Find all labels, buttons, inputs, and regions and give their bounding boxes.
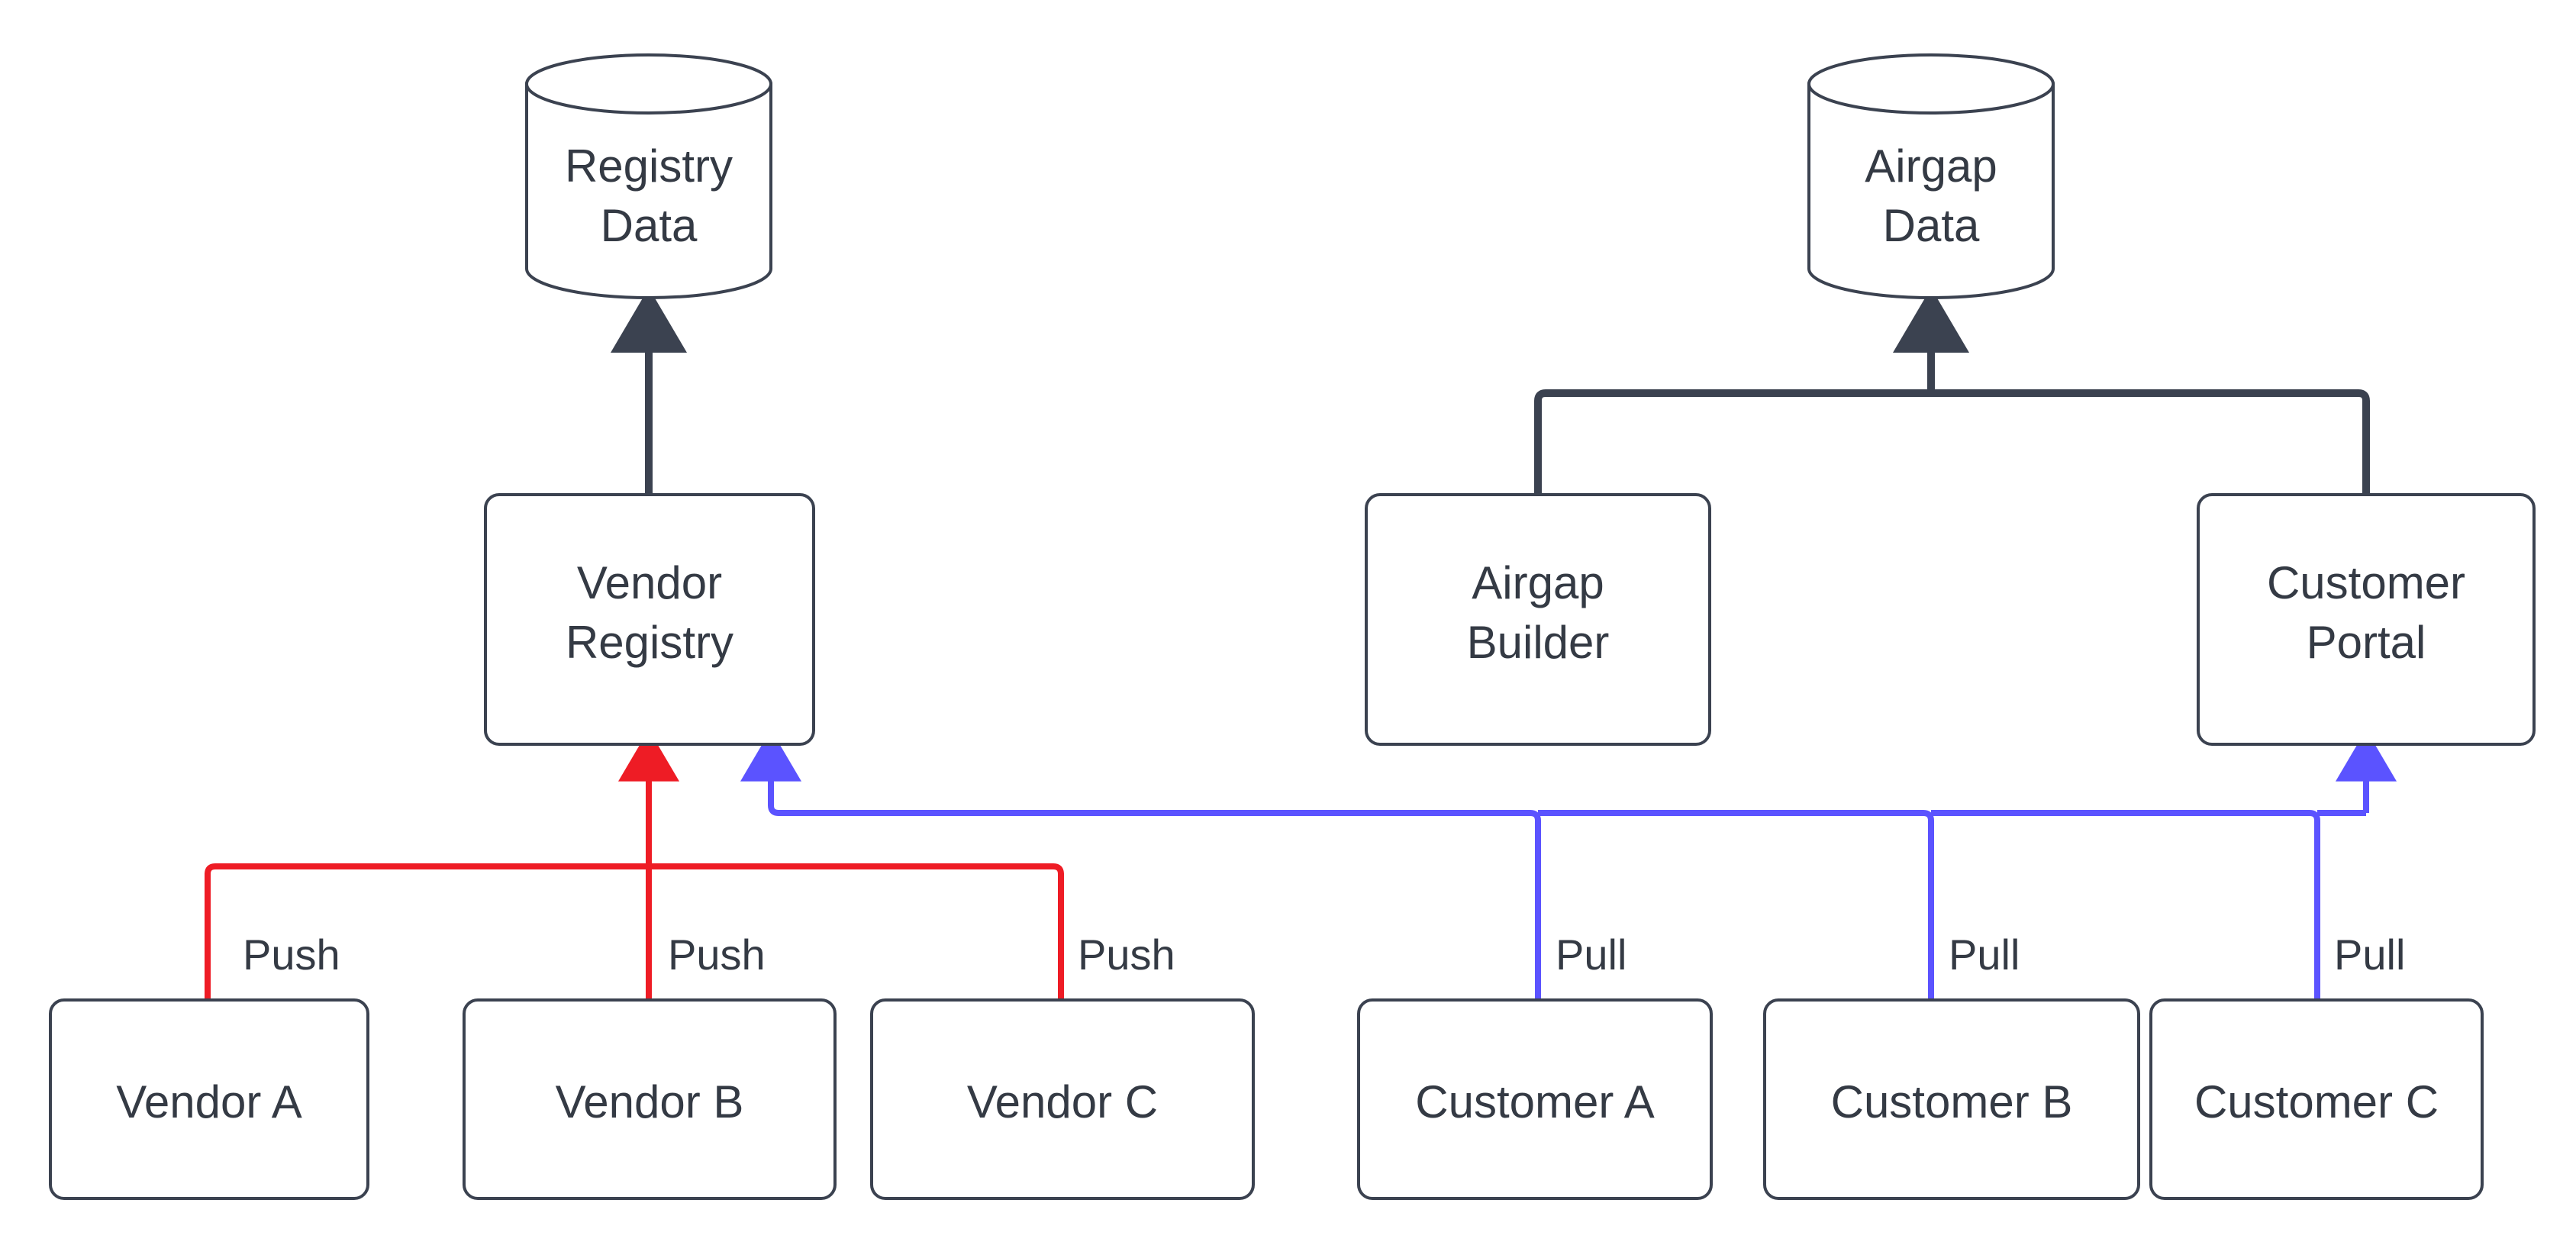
vendor-c-label: Vendor C (967, 1076, 1158, 1127)
airgap-data-label-line2: Data (1883, 200, 1980, 251)
node-customer-c[interactable]: Customer C (2149, 998, 2484, 1200)
airgap-builder-label-line1: Airgap (1472, 557, 1604, 608)
edge-label-push-vendor-a: Push (243, 931, 340, 979)
airgap-data-label-line1: Airgap (1865, 140, 1997, 192)
airgap-builder-label-line2: Builder (1467, 617, 1610, 668)
node-vendor-registry[interactable]: Vendor Registry (484, 493, 815, 746)
edge-group-push (205, 729, 1064, 1000)
edge-label-push-vendor-b: Push (668, 931, 766, 979)
edge-label-push-vendor-c: Push (1078, 931, 1175, 979)
node-customer-portal[interactable]: Customer Portal (2197, 493, 2536, 746)
node-customer-b[interactable]: Customer B (1763, 998, 2140, 1200)
node-registry-data[interactable]: Registry Data (525, 53, 772, 299)
customer-portal-label-line1: Customer (2267, 557, 2465, 608)
edge-group-pull (740, 729, 2397, 1000)
customer-portal-label-line2: Portal (2307, 617, 2426, 668)
vendor-registry-label-line1: Vendor (577, 557, 722, 608)
node-vendor-b[interactable]: Vendor B (463, 998, 837, 1200)
registry-data-label-line2: Data (601, 200, 698, 251)
node-customer-a[interactable]: Customer A (1357, 998, 1713, 1200)
vendor-a-label: Vendor A (116, 1076, 302, 1127)
customer-b-label: Customer B (1831, 1076, 2073, 1127)
vendor-registry-label-line2: Registry (566, 617, 733, 668)
vendor-b-label: Vendor B (556, 1076, 744, 1127)
edge-label-pull-customer-c: Pull (2334, 931, 2405, 979)
registry-data-label-line1: Registry (565, 140, 733, 192)
edge-label-pull-customer-a: Pull (1556, 931, 1627, 979)
edge-services-to-airgap-data (1534, 287, 2370, 495)
node-vendor-c[interactable]: Vendor C (870, 998, 1255, 1200)
customer-a-label: Customer A (1415, 1076, 1654, 1127)
node-airgap-data[interactable]: Airgap Data (1807, 53, 2055, 299)
edge-label-pull-customer-b: Pull (1949, 931, 2020, 979)
customer-c-label: Customer C (2194, 1076, 2439, 1127)
node-vendor-a[interactable]: Vendor A (49, 998, 369, 1200)
node-airgap-builder[interactable]: Airgap Builder (1365, 493, 1711, 746)
